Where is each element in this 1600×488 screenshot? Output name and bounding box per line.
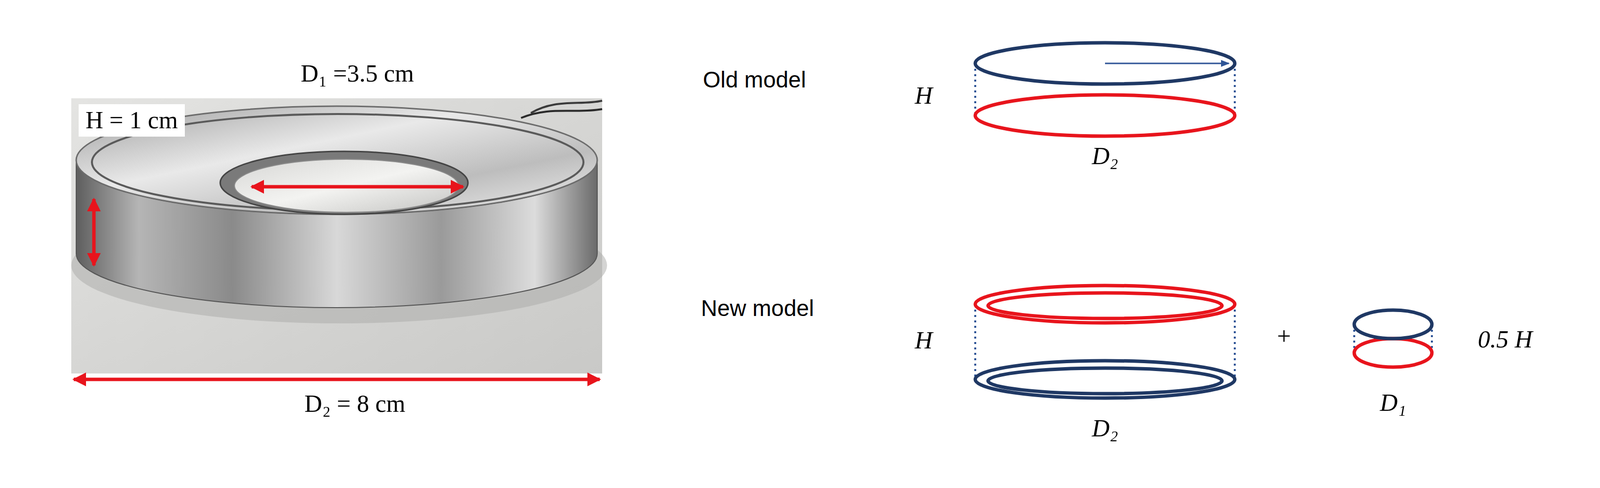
dotted-side [1233, 304, 1236, 380]
current-loop [975, 285, 1235, 323]
model-title: Old model [702, 66, 807, 93]
outer-diameter-arrow [73, 378, 600, 382]
radius-arrow [1105, 62, 1229, 65]
pole-groove [220, 151, 468, 215]
current-loop [988, 292, 1222, 319]
old-model-figure [975, 42, 1235, 137]
model-title: New model [700, 295, 815, 322]
diameter-symbol: D₁ [1379, 388, 1407, 418]
height-symbol: 0.5 H [1477, 325, 1533, 354]
dimension-label: D₁ =3.5 cm [293, 57, 421, 90]
current-loop [975, 360, 1235, 399]
plus-sign: + [1277, 322, 1291, 351]
dimension-label: D₂ = 8 cm [304, 389, 406, 419]
wire [521, 109, 603, 118]
dotted-side [1233, 63, 1236, 116]
current-loop [988, 368, 1222, 394]
current-loop [1354, 310, 1432, 339]
diameter-symbol: D₂ [1091, 414, 1119, 443]
height-symbol: H [914, 81, 933, 111]
height-symbol: H [914, 326, 933, 355]
dotted-side [974, 63, 977, 116]
current-loop [1354, 338, 1432, 368]
dimension-label: H = 1 cm [78, 104, 185, 137]
dotted-side [974, 304, 977, 380]
inner-diameter-arrow [251, 185, 464, 189]
magnet-photo [71, 98, 608, 374]
photo-background [71, 98, 603, 374]
height-arrow [92, 199, 96, 266]
current-loop [975, 94, 1235, 137]
current-loop [975, 42, 1235, 85]
diameter-symbol: D₂ [1091, 142, 1119, 171]
new-model-figure [975, 285, 1432, 399]
